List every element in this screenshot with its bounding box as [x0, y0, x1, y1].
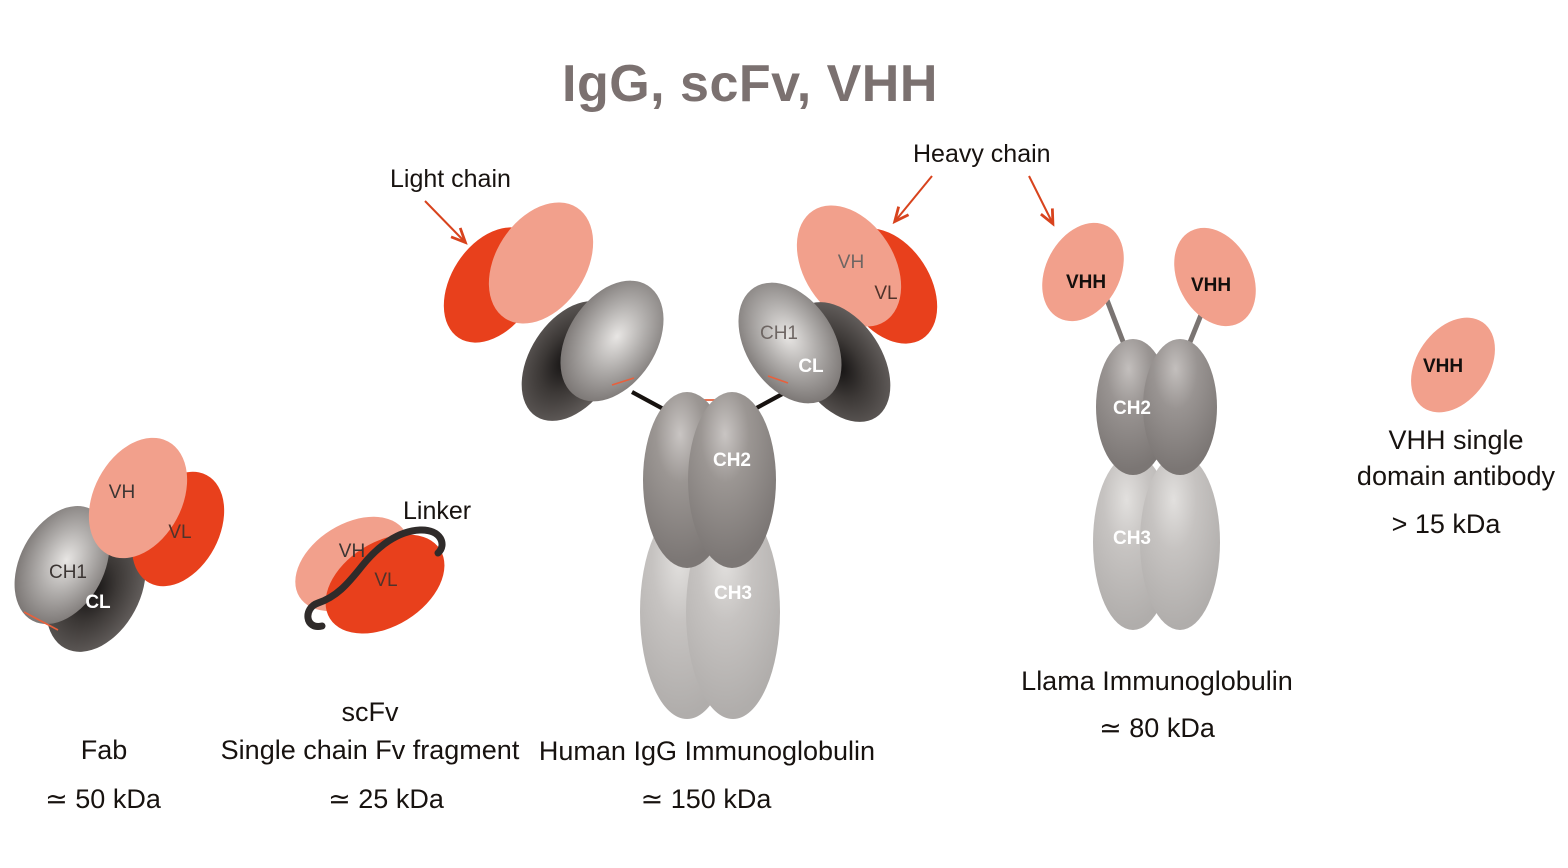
igg-domain-ch2-label: CH2: [713, 450, 751, 471]
scfv-caption-sub: Single chain Fv fragment: [221, 735, 520, 765]
structure-vhh-single: VHH VHH single domain antibody > 15 kDa: [1357, 317, 1556, 539]
llama-domain-ch3-label: CH3: [1113, 528, 1151, 549]
heavy-chain-arrow-right: [1028, 175, 1052, 222]
llama-caption-mass: ≃ 80 kDa: [1099, 713, 1216, 743]
structure-scfv: VH VL Linker scFv Single chain Fv fragme…: [221, 497, 520, 814]
igg-right-arm: VH VL CH1 CL: [738, 205, 938, 422]
structure-llama-igg: CH3 CH2 VHH VHH Llama Immunoglobulin ≃ 8…: [1021, 222, 1293, 743]
fab-domain-ch1-label: CH1: [49, 562, 87, 583]
igg-left-arm-disulfide: [611, 377, 635, 386]
fab-disulfide-line: [23, 611, 59, 631]
structure-fab: VH VL CH1 CL Fab ≃ 50 kDa: [14, 437, 225, 814]
llama-domain-ch2-right-shape: [1143, 339, 1217, 475]
heavy-chain-arrow-left: [896, 175, 933, 220]
igg-domain-ch3-label: CH3: [714, 583, 752, 604]
llama-domain-ch2-label: CH2: [1113, 398, 1151, 419]
fab-caption-name: Fab: [81, 735, 128, 765]
scfv-domain-vl-label: VL: [374, 570, 397, 591]
fab-domain-cl-label: CL: [85, 592, 111, 613]
page-title: IgG, scFv, VHH: [562, 55, 938, 113]
vhh-caption-line1: VHH single: [1388, 425, 1523, 455]
igg-right-arm-disulfide: [767, 375, 789, 384]
igg-left-arm: [443, 202, 664, 421]
annotation-light-chain: Light chain: [390, 165, 511, 241]
llama-caption-name: Llama Immunoglobulin: [1021, 666, 1293, 696]
annotation-heavy-chain: Heavy chain: [896, 140, 1052, 222]
scfv-domain-vl-shape: [325, 534, 445, 634]
vhh-caption-mass: > 15 kDa: [1392, 509, 1502, 539]
fab-domain-ch1-shape: [14, 505, 110, 625]
fab-domain-vh-label: VH: [109, 482, 135, 503]
vhh-single-domain-label: VHH: [1423, 356, 1463, 377]
llama-domain-vhh-right-label: VHH: [1191, 275, 1231, 296]
scfv-caption-mass: ≃ 25 kDa: [328, 784, 445, 814]
igg-left-domain-vh-shape: [488, 202, 594, 324]
igg-right-domain-ch1-label: CH1: [760, 323, 798, 344]
igg-right-domain-cl-label: CL: [798, 356, 824, 377]
igg-domain-ch3-right-shape: [686, 505, 780, 719]
igg-caption-name: Human IgG Immunoglobulin: [539, 736, 875, 766]
scfv-linker-curve: [304, 526, 446, 630]
igg-caption-mass: ≃ 150 kDa: [641, 784, 773, 814]
fab-domain-vl-label: VL: [168, 522, 191, 543]
fab-caption-mass: ≃ 50 kDa: [45, 784, 162, 814]
llama-domain-vhh-left-shape: [1042, 222, 1124, 322]
vhh-caption-line2: domain antibody: [1357, 461, 1556, 491]
scfv-caption-name: scFv: [342, 697, 399, 727]
igg-right-domain-vl-label: VL: [874, 283, 897, 304]
igg-left-domain-ch1-shape: [560, 280, 664, 402]
igg-right-domain-vh-label: VH: [838, 252, 864, 273]
llama-domain-vhh-left-label: VHH: [1066, 272, 1106, 293]
igg-right-domain-ch1-shape: [738, 282, 842, 404]
fab-domain-vh-shape: [88, 437, 188, 559]
light-chain-label: Light chain: [390, 165, 511, 193]
vhh-single-domain-shape: [1411, 317, 1495, 413]
linker-annotation-label: Linker: [403, 497, 471, 525]
light-chain-arrow: [424, 200, 464, 241]
scfv-domain-vh-label: VH: [339, 541, 365, 562]
llama-domain-vhh-left-shape-2: [1174, 227, 1256, 327]
llama-domain-ch3-right-shape: [1140, 454, 1220, 630]
igg-domain-ch2-right-shape: [688, 392, 776, 568]
igg-right-domain-vh-shape: [796, 205, 902, 327]
structure-human-igg: CH3 CH2 VH VL: [443, 202, 938, 814]
heavy-chain-label: Heavy chain: [913, 140, 1051, 168]
